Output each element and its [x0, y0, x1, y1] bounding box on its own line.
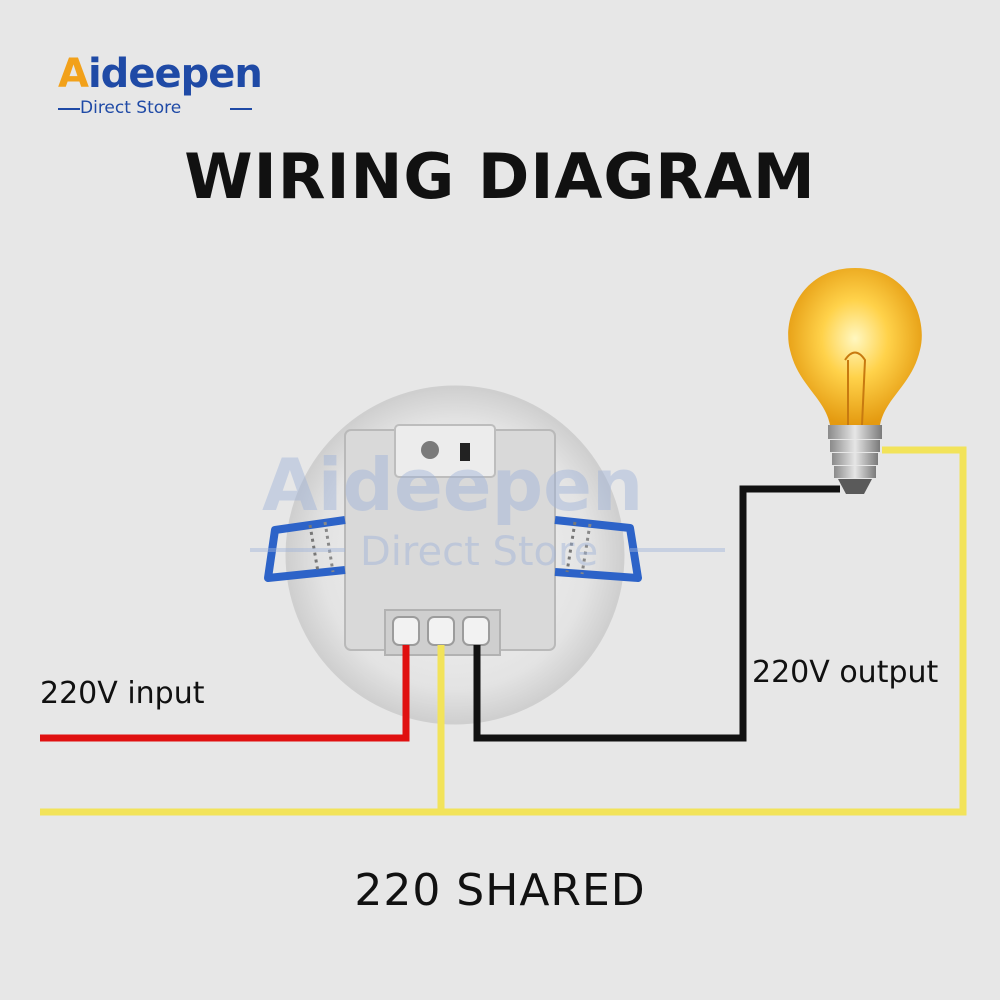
terminal-neutral [427, 616, 455, 646]
shared-label: 220 SHARED [354, 865, 646, 916]
light-bulb-icon [788, 268, 922, 494]
motion-sensor [285, 385, 625, 725]
brand-name: Aideepen [58, 51, 263, 97]
brand-name-prefix: A [58, 51, 89, 97]
brand-logo: Aideepen Direct Store [58, 52, 288, 124]
mounting-clip-right [554, 516, 642, 582]
input-label: 220V input [40, 676, 205, 711]
indicator-slot [460, 443, 470, 461]
wire-live-input [40, 645, 410, 742]
watermark-brand-text: Aideepen [262, 443, 643, 527]
sensitivity-knob [421, 441, 439, 459]
page-title: WIRING DIAGRAM [184, 140, 816, 213]
wiring [40, 446, 967, 816]
mounting-clip-left [264, 516, 346, 582]
brand-rule-left [58, 108, 80, 110]
wire-neutral-shared [40, 446, 967, 816]
terminal-load [462, 616, 490, 646]
sensor-adjust-panel [394, 424, 496, 478]
output-label: 220V output [752, 655, 939, 690]
watermark: Aideepen Direct Store [250, 443, 725, 575]
brand-rule-right [230, 108, 252, 110]
brand-name-rest: ideepen [87, 51, 263, 97]
watermark-tagline-text: Direct Store [360, 529, 598, 575]
brand-tagline: Direct Store [80, 98, 182, 118]
wire-load-output [473, 485, 840, 742]
terminal-live [392, 616, 420, 646]
